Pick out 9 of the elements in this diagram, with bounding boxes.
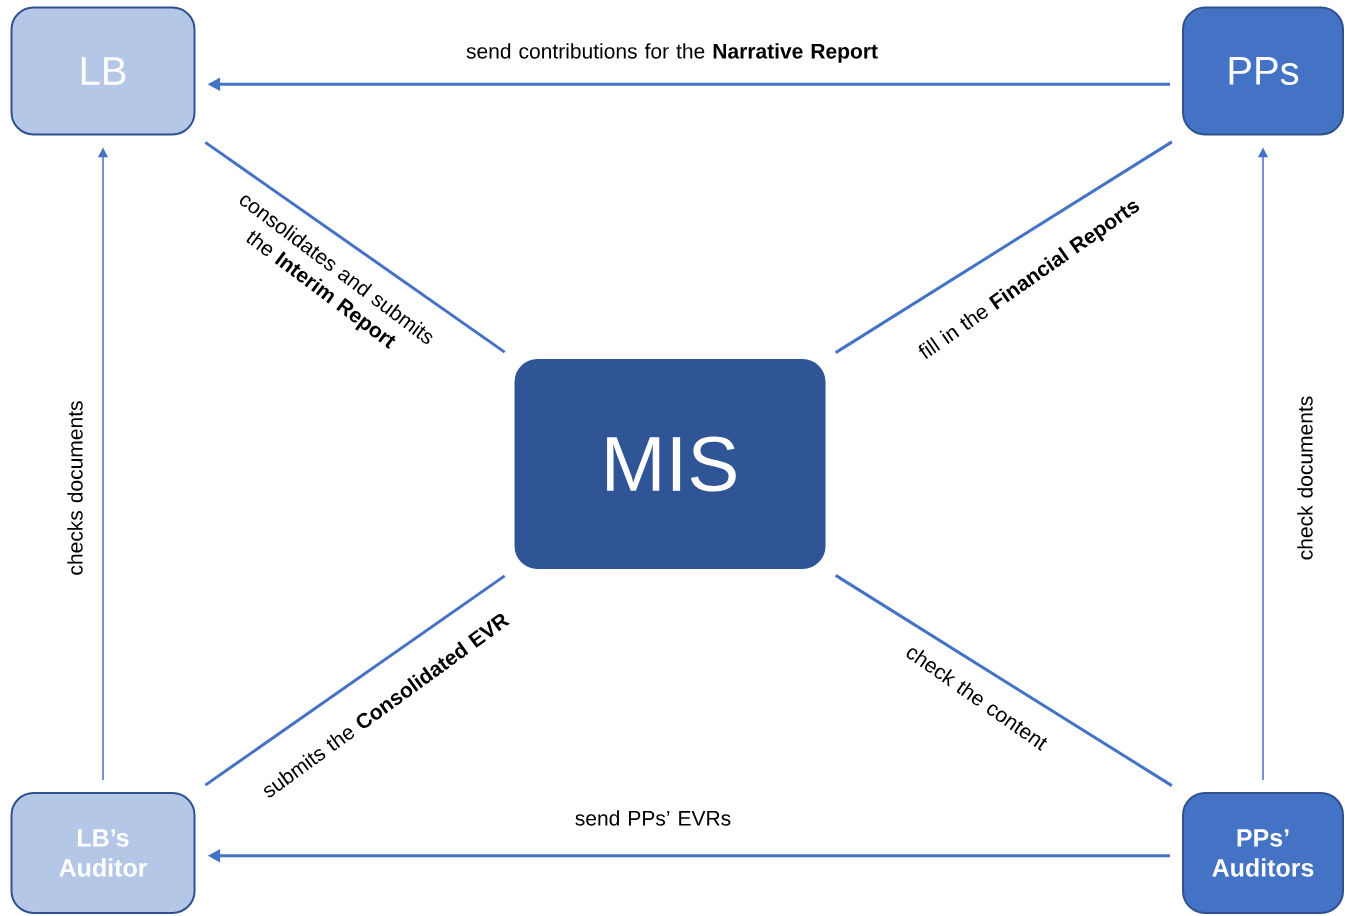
edge-label: send PPs’ EVRs [575,810,731,826]
process-box: PPs’ Auditors [1182,792,1344,914]
edge-label: send contributions for the Narrative Report [466,43,878,63]
edge-label: checks documents [67,401,83,575]
process-box: MIS [514,359,826,569]
process-box: PPs [1182,6,1344,136]
edge-label: check documents [1297,396,1313,560]
process-box: LB’s Auditor [10,792,196,914]
process-box: LB [10,6,196,136]
